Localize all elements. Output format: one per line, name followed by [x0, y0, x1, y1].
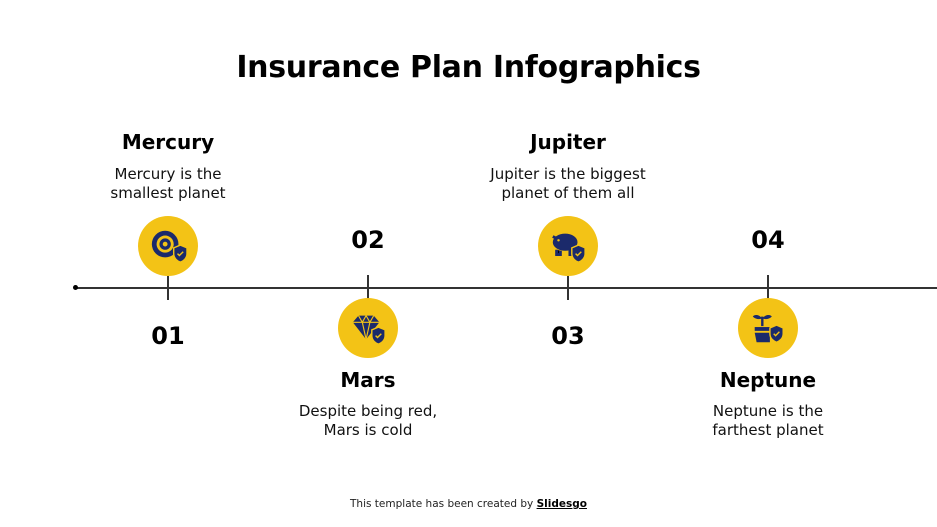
step-tick [567, 276, 569, 300]
step-number: 02 [351, 226, 385, 254]
step-description: Mercury is the smallest planet [68, 165, 268, 203]
piggy-bank-shield-icon [552, 233, 586, 263]
step-heading: Jupiter [530, 130, 606, 154]
step-icon-circle [338, 298, 398, 358]
step-icon-circle [538, 216, 598, 276]
desc-line: Mars is cold [323, 421, 413, 439]
footer-credit: This template has been created by Slides… [0, 498, 937, 510]
step-icon-circle [738, 298, 798, 358]
step-icon-circle [138, 216, 198, 276]
gauge-shield-icon [151, 230, 187, 263]
diamond-shield-icon [352, 314, 386, 345]
step-heading: Neptune [719, 368, 817, 392]
step-description: Jupiter is the biggest planet of them al… [468, 165, 668, 203]
step-heading: Mercury [121, 130, 215, 154]
desc-line: planet of them all [501, 184, 635, 202]
slidesgo-link[interactable]: Slidesgo [536, 498, 587, 510]
step-number: 04 [751, 226, 785, 254]
desc-line: Neptune is the [712, 402, 824, 420]
plant-shield-icon [752, 315, 784, 344]
step-heading: Mars [340, 368, 396, 392]
desc-line: Despite being red, [298, 402, 438, 420]
timeline-start-dot [73, 285, 78, 290]
timeline-line [75, 287, 937, 289]
step-tick [367, 275, 369, 299]
step-description: Despite being red, Mars is cold [268, 402, 468, 440]
desc-line: Jupiter is the biggest [490, 165, 646, 183]
step-tick [167, 276, 169, 300]
desc-line: Mercury is the [114, 165, 222, 183]
step-number: 03 [551, 322, 585, 350]
footer-text: This template has been created by [350, 498, 537, 510]
step-tick [767, 275, 769, 299]
step-number: 01 [151, 322, 185, 350]
desc-line: farthest planet [712, 421, 824, 439]
step-description: Neptune is the farthest planet [668, 402, 868, 440]
desc-line: smallest planet [110, 184, 226, 202]
page-title: Insurance Plan Infographics [236, 50, 701, 85]
